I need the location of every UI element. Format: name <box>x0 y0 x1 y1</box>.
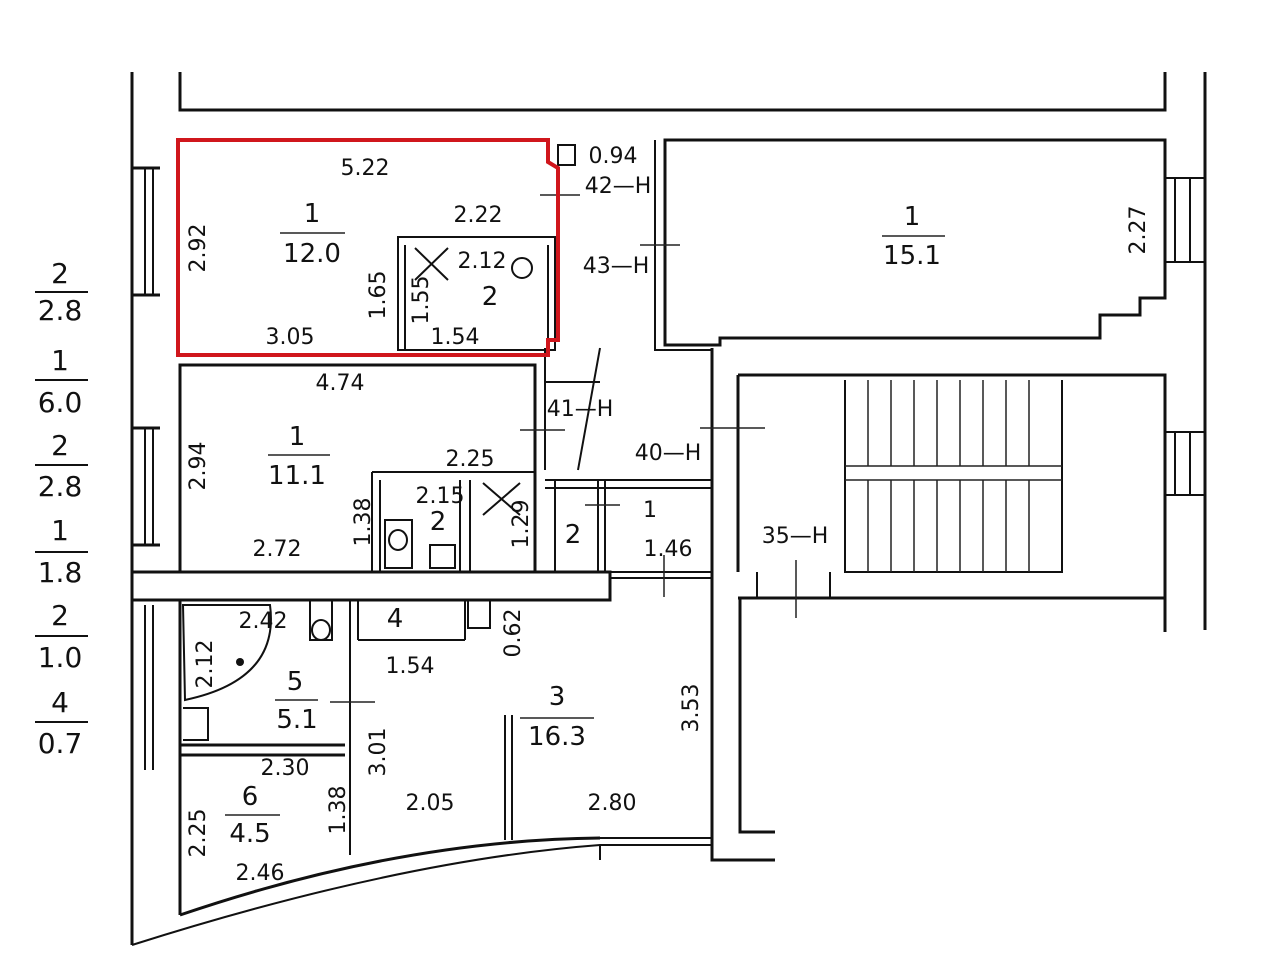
legend-area-0: 2.8 <box>38 294 83 327</box>
room-2-number: 1 <box>289 422 306 452</box>
dim-146: 1.46 <box>644 537 693 562</box>
room-labels: 1 12.0 1 11.1 1 15.1 2 2 2 1 4 5 5.1 6 4… <box>225 199 945 849</box>
room-6-area: 4.5 <box>229 819 270 849</box>
legend-num-1: 1 <box>51 344 69 377</box>
dim-292: 2.92 <box>186 224 211 273</box>
legend-area-5: 0.7 <box>38 727 83 760</box>
marker-40: 40—Н <box>635 441 702 466</box>
legend-area-4: 1.0 <box>38 641 83 674</box>
door-markers: 42—Н 43—Н 41—Н 40—Н 35—Н <box>547 174 829 549</box>
dim-301: 3.01 <box>366 728 391 777</box>
dim-522: 5.22 <box>341 156 390 181</box>
room-1-area: 12.0 <box>283 239 341 269</box>
dim-094: 0.94 <box>589 144 638 169</box>
walls <box>130 72 1207 946</box>
dimension-labels: 5.22 0.94 2.92 2.22 2.12 1.65 1.55 3.05 … <box>186 144 1151 886</box>
dim-242: 2.42 <box>239 609 288 634</box>
dim-246: 2.46 <box>236 861 285 886</box>
legend-num-2: 2 <box>51 429 69 462</box>
dim-474: 4.74 <box>316 371 365 396</box>
room-4-number: 4 <box>387 604 404 634</box>
room-1-number: 1 <box>304 199 321 229</box>
dim-154a: 1.54 <box>431 325 480 350</box>
bath-b-number: 2 <box>430 507 447 537</box>
legend-area-3: 1.8 <box>38 556 83 589</box>
legend-num-3: 1 <box>51 514 69 547</box>
dim-205: 2.05 <box>406 791 455 816</box>
legend-area-1: 6.0 <box>38 386 83 419</box>
legend-num-4: 2 <box>51 599 69 632</box>
marker-43: 43—Н <box>583 254 650 279</box>
marker-41: 41—Н <box>547 397 614 422</box>
dim-230: 2.30 <box>261 756 310 781</box>
dim-215: 2.15 <box>416 484 465 509</box>
legend: 2 2.8 1 6.0 2 2.8 1 1.8 2 1.0 4 0.7 <box>35 257 88 760</box>
wc-c-number: 2 <box>565 520 582 550</box>
dim-353: 3.53 <box>679 684 704 733</box>
legend-num-5: 4 <box>51 686 69 719</box>
room-3-area: 16.3 <box>528 722 586 752</box>
marker-42: 42—Н <box>585 174 652 199</box>
bath-a-number: 2 <box>482 282 499 312</box>
legend-area-2: 2.8 <box>38 470 83 503</box>
room-6-number: 6 <box>242 782 259 812</box>
dim-138b: 1.38 <box>326 786 351 835</box>
dim-154b: 1.54 <box>386 654 435 679</box>
small-room-number: 1 <box>643 498 657 523</box>
dim-212: 2.12 <box>458 249 507 274</box>
dim-155: 1.55 <box>409 276 434 325</box>
dim-138a: 1.38 <box>351 498 376 547</box>
room-3-number: 3 <box>549 682 566 712</box>
dim-225: 2.25 <box>446 447 495 472</box>
dim-294: 2.94 <box>186 442 211 491</box>
room-15-number: 1 <box>904 202 921 232</box>
room-5-area: 5.1 <box>276 705 317 735</box>
room-15-area: 15.1 <box>883 241 941 271</box>
dim-212b: 2.12 <box>193 640 218 689</box>
dim-305: 3.05 <box>266 325 315 350</box>
legend-num-0: 2 <box>51 257 69 290</box>
dim-222: 2.22 <box>454 203 503 228</box>
dim-062: 0.62 <box>501 609 526 658</box>
dim-165: 1.65 <box>366 271 391 320</box>
room-2-area: 11.1 <box>268 461 326 491</box>
dim-225b: 2.25 <box>186 809 211 858</box>
dim-280: 2.80 <box>588 791 637 816</box>
marker-35: 35—Н <box>762 524 829 549</box>
room-5-number: 5 <box>287 667 304 697</box>
highlighted-room-outline <box>176 138 560 357</box>
dim-227: 2.27 <box>1126 206 1151 255</box>
dim-272: 2.72 <box>253 537 302 562</box>
dim-129: 1.29 <box>509 500 534 549</box>
